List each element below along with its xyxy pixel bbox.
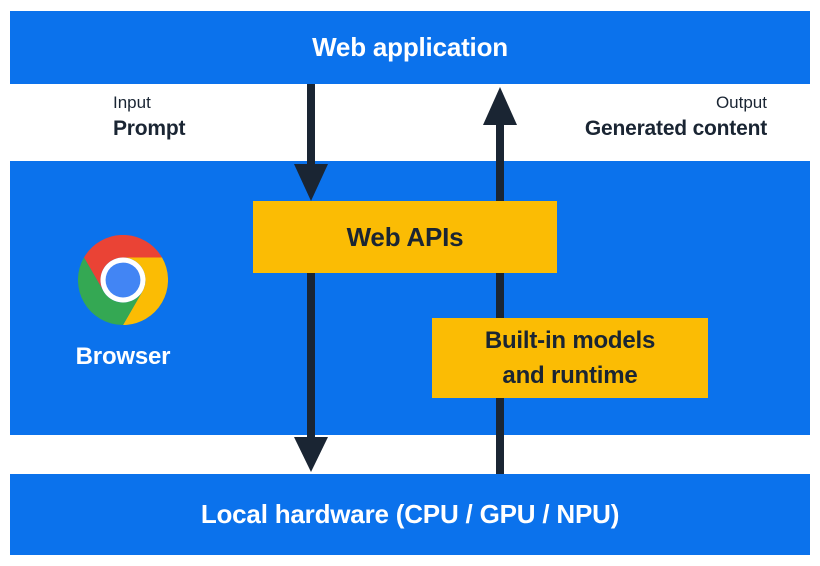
- built-in-models-line2: and runtime: [502, 362, 638, 389]
- up-arrowhead-icon: [483, 87, 517, 125]
- built-in-models-line1: Built-in models: [484, 327, 656, 354]
- input-label-group: Input Prompt: [113, 93, 186, 140]
- chrome-logo-icon: [77, 234, 169, 325]
- browser-label: Browser: [75, 343, 171, 370]
- down-arrow-web-app-to-web-apis: [294, 84, 328, 201]
- web-apis-box: Web APIs: [253, 201, 557, 273]
- web-application-label: Web application: [312, 32, 508, 62]
- up-arrow-hardware-to-web-app: [483, 87, 517, 474]
- down-arrow-web-apis-to-hardware: [294, 273, 328, 472]
- built-in-models-box: Built-in models and runtime: [432, 318, 708, 398]
- input-title: Input: [113, 93, 151, 112]
- output-title: Output: [715, 93, 767, 112]
- web-application-bar: Web application: [10, 11, 810, 84]
- local-hardware-bar: Local hardware (CPU / GPU / NPU): [10, 474, 810, 555]
- output-value: Generated content: [584, 117, 767, 140]
- input-value: Prompt: [113, 117, 186, 140]
- web-apis-label: Web APIs: [346, 221, 464, 252]
- local-hardware-label: Local hardware (CPU / GPU / NPU): [200, 499, 620, 529]
- down-arrowhead-bottom-icon: [294, 437, 328, 472]
- output-label-group: Output Generated content: [585, 94, 767, 139]
- down-arrowhead-top-icon: [294, 164, 328, 201]
